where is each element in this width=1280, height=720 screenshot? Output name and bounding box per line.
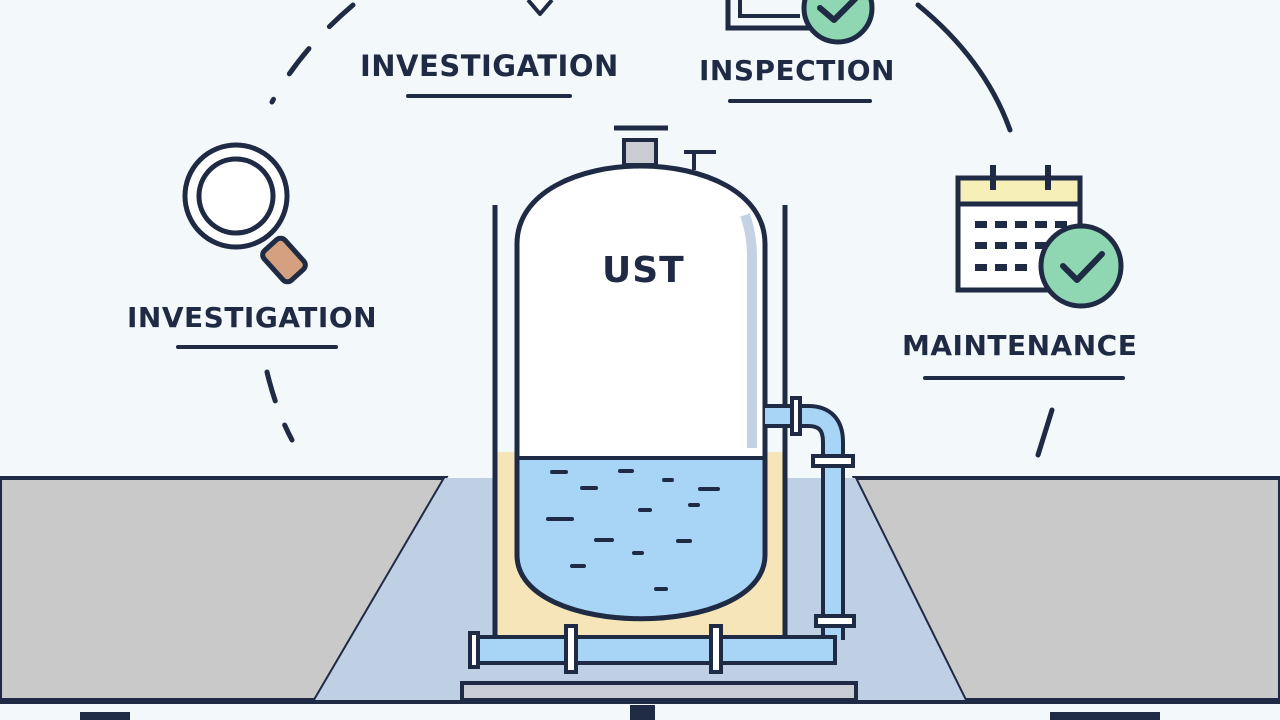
liquid-ripples: [546, 469, 720, 591]
tank-base: [460, 681, 858, 702]
baseline-dash-right: [1050, 712, 1160, 720]
bottom-pipe-collar-1: [468, 631, 480, 669]
pin-icon-shape: [526, 0, 554, 16]
tank-liquid: [517, 458, 765, 619]
label-investigation-left: INVESTIGATION: [127, 301, 378, 334]
cycle-arc-left-upper: [269, 2, 356, 105]
inspection-checkmark-icon: [817, 0, 859, 23]
cycle-arc: [264, 2, 1055, 458]
side-pipe-fill: [765, 408, 841, 640]
label-inspection: INSPECTION: [699, 54, 895, 87]
maintenance-check-circle-icon: [1038, 223, 1124, 309]
handle-icon: [260, 235, 308, 285]
clipboard-check-icon: [725, 0, 875, 45]
calendar-check-icon: [955, 165, 1124, 309]
cycle-arc-right-upper: [915, 2, 1013, 133]
tank-shading: [740, 213, 757, 448]
label-investigation-top: INVESTIGATION: [360, 49, 619, 83]
bottom-pipe-collar-3: [709, 624, 723, 674]
label-underlines: [176, 94, 1125, 380]
clipboard-icon: [725, 0, 810, 31]
calendar-grid-icon: [975, 221, 1067, 271]
maintenance-checkmark-icon: [1060, 251, 1105, 283]
cycle-arc-left-lower: [264, 369, 295, 443]
tank-label: UST: [602, 250, 685, 291]
baseline-dash-mid: [630, 705, 655, 720]
calendar-header-icon: [955, 175, 1083, 207]
side-pipe-collar-top: [790, 396, 802, 436]
side-pipe-collar-low: [814, 614, 856, 628]
label-maintenance: MAINTENANCE: [902, 329, 1138, 362]
lens-inner-icon: [196, 156, 276, 236]
bottom-pipe-collar-2: [564, 624, 578, 674]
baseline-dash-left: [80, 712, 130, 720]
cycle-arc-right-lower: [1035, 407, 1055, 458]
pin-icon: [526, 0, 554, 16]
bottom-pipe: [473, 635, 837, 665]
side-pipe-collar-mid: [811, 454, 855, 468]
tank-outline: [514, 163, 768, 622]
tank-assembly: [460, 125, 858, 702]
clipboard-inner-icon: [738, 0, 800, 18]
inspection-check-circle-icon: [801, 0, 875, 45]
tank-top-port: [622, 138, 658, 167]
magnifying-glass-icon: [182, 142, 308, 285]
